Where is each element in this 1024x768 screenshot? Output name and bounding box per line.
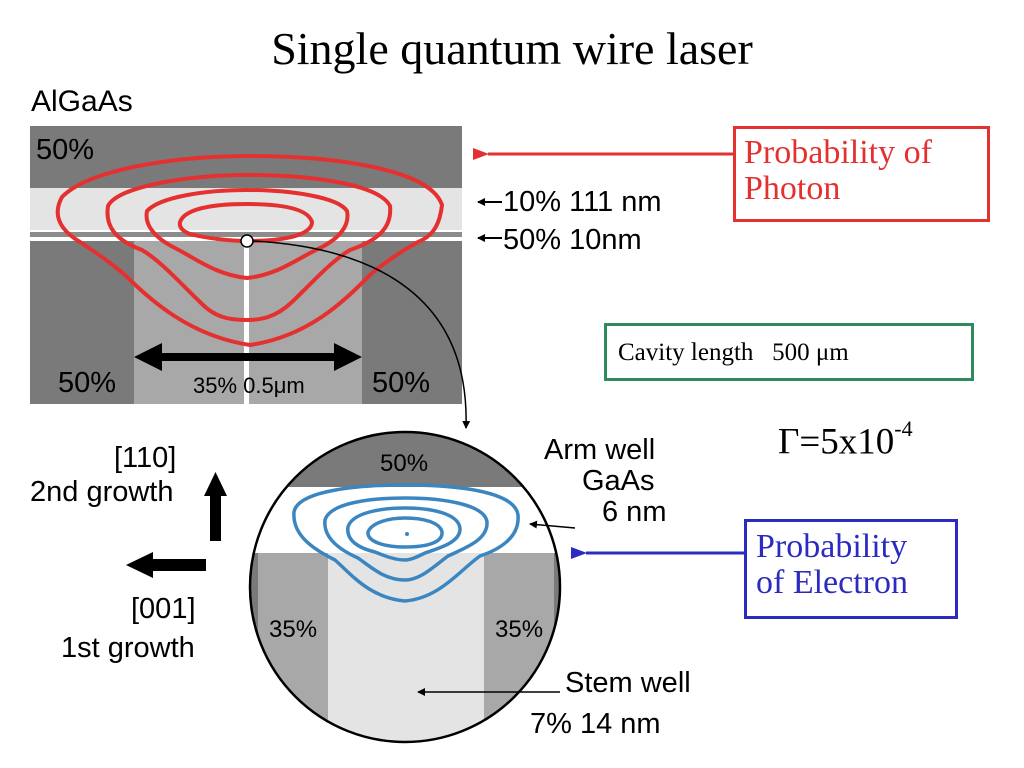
- photon-contours: [55, 153, 445, 348]
- cavity-length-box: Cavity length 500 μm: [604, 323, 974, 381]
- cap-fraction-label: 50%: [36, 134, 95, 166]
- second-growth-label: 2nd growth: [30, 476, 174, 508]
- material-label: AlGaAs: [31, 85, 133, 118]
- electron-contours: [292, 483, 520, 603]
- top-cross-section: [30, 126, 462, 404]
- width-double-arrow: [134, 343, 362, 371]
- electron-box-line1: Probability: [756, 528, 908, 565]
- gamma-base: Γ=5x10: [778, 421, 895, 463]
- barrier-layer-10: [30, 188, 462, 230]
- arrow-001-shaft: [150, 559, 206, 571]
- layer2-label: 50% 10nm: [503, 224, 642, 256]
- zoom-connector-arrow: [252, 240, 471, 429]
- circle-top-fraction: 50%: [380, 450, 429, 477]
- arm-well-arrow: [529, 520, 576, 529]
- circle-left-barrier: [258, 553, 328, 742]
- zoom-source-marker: [240, 234, 254, 248]
- stem-well-size: 7% 14 nm: [530, 708, 661, 740]
- arrow-110-shaft: [210, 493, 221, 541]
- electron-probability-box: Probability of Electron: [744, 519, 958, 619]
- electron-box-line2: of Electron: [756, 564, 908, 601]
- zoom-circle-outline: [248, 430, 562, 744]
- arm-well-label: Arm well GaAs 6 nm: [544, 434, 667, 528]
- left-fraction-label: 50%: [58, 367, 117, 399]
- gamma-exponent: -4: [894, 416, 913, 441]
- cavity-length-text: Cavity length 500 μm: [618, 339, 849, 366]
- stem-well: [244, 241, 249, 404]
- circle-right-fraction: 35%: [495, 616, 544, 643]
- direction-110-label: [110]: [114, 442, 177, 474]
- arrow-110-icon: [204, 472, 227, 496]
- circle-left-fraction: 35%: [269, 616, 318, 643]
- stem-width-label: 35% 0.5μm: [193, 373, 305, 398]
- arrow-001-icon: [126, 552, 153, 578]
- right-fraction-label: 50%: [372, 367, 431, 399]
- confinement-factor: Γ=5x10-4: [778, 416, 913, 463]
- first-growth-label: 1st growth: [61, 632, 195, 664]
- slide-title: Single quantum wire laser: [271, 23, 753, 74]
- photon-probability-box: Probability of Photon: [733, 126, 990, 222]
- stem-well-label: Stem well: [565, 667, 691, 699]
- photon-box-line2: Photon: [744, 170, 841, 207]
- photon-box-line1: Probability of: [744, 134, 932, 171]
- growth-direction-arrows: [126, 472, 227, 578]
- direction-001-label: [001]: [131, 593, 196, 625]
- layer1-label: 10% 111 nm: [503, 186, 662, 218]
